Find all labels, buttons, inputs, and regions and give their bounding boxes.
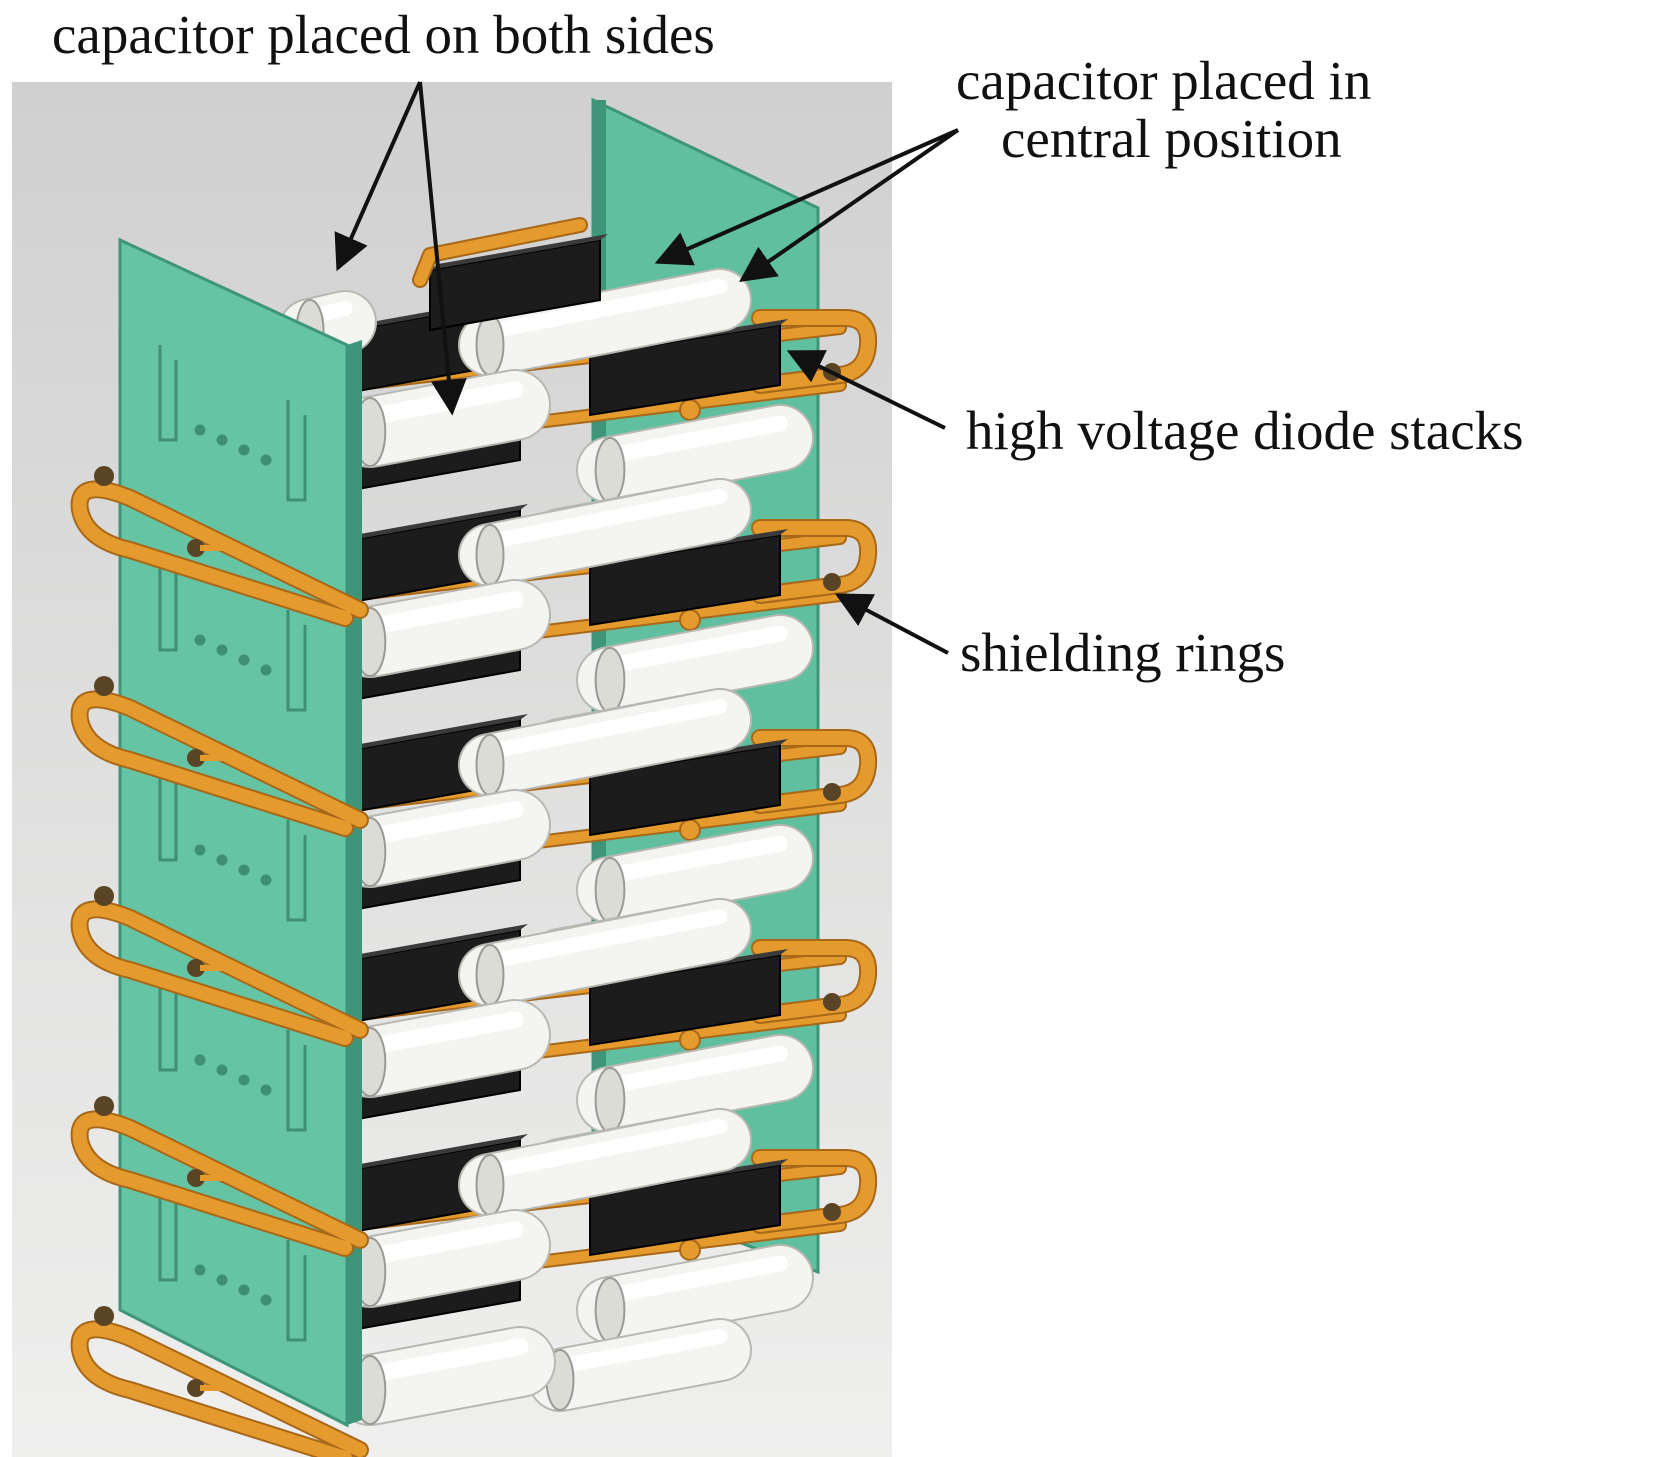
arrow-capacitor-central-a xyxy=(654,128,959,266)
capacitor-side xyxy=(334,1209,551,1308)
board-hole xyxy=(194,1054,206,1066)
capacitor-side xyxy=(334,789,551,888)
rod-joint xyxy=(679,1239,701,1261)
board-hole xyxy=(260,454,272,466)
capacitor-side xyxy=(576,1244,814,1344)
board-hole xyxy=(194,634,206,646)
rod-joint xyxy=(679,399,701,421)
capacitor-central xyxy=(528,1318,752,1412)
board-slot xyxy=(286,610,307,712)
capacitor-side xyxy=(334,369,551,468)
ring-clamp xyxy=(187,959,205,977)
rod-joint xyxy=(679,819,701,841)
label-capacitor-central-line1: capacitor placed in xyxy=(956,50,1372,111)
capacitor-side xyxy=(576,1034,814,1134)
capacitor-central xyxy=(458,268,752,377)
board-hole xyxy=(260,874,272,886)
stage-1 xyxy=(334,268,878,572)
board-hole xyxy=(238,1284,250,1296)
label-capacitor-central: capacitor placed in central position xyxy=(956,52,1371,168)
board-hole xyxy=(194,424,206,436)
board-hole xyxy=(194,1264,206,1276)
board-slot xyxy=(286,1240,307,1342)
ring-clamp xyxy=(94,886,114,906)
board-hole xyxy=(260,1294,272,1306)
ring-clamp xyxy=(823,573,841,591)
arrow-capacitor-both-right xyxy=(418,81,467,416)
capacitor-central xyxy=(458,478,752,587)
board-hole xyxy=(216,434,228,446)
rod-joint xyxy=(679,1029,701,1051)
board-hole xyxy=(238,864,250,876)
capacitor-side xyxy=(334,999,551,1098)
board-hole xyxy=(238,654,250,666)
front-circuit-board xyxy=(118,237,362,1428)
arrow-shielding-rings xyxy=(834,593,949,655)
ring-clamp xyxy=(187,1169,205,1187)
capacitor-central xyxy=(458,688,752,797)
board-hole xyxy=(216,1274,228,1286)
capacitor-central xyxy=(458,1108,752,1217)
ring-clamp xyxy=(187,1379,205,1397)
board-hole xyxy=(216,1064,228,1076)
capacitor-side xyxy=(334,579,551,678)
capacitor-side xyxy=(576,404,814,504)
board-slot xyxy=(158,1185,178,1282)
board-hole xyxy=(216,644,228,656)
ring-clamp xyxy=(94,676,114,696)
board-hole xyxy=(216,854,228,866)
stage-5 xyxy=(334,1108,878,1412)
ring-clamp xyxy=(823,783,841,801)
board-slot xyxy=(286,400,307,502)
arrow-capacitor-central-b xyxy=(739,128,960,283)
label-capacitor-central-line2: central position xyxy=(1001,108,1342,169)
label-capacitor-both-sides: capacitor placed on both sides xyxy=(52,4,715,65)
board-hole xyxy=(194,844,206,856)
rod-joint xyxy=(679,609,701,631)
label-shielding-rings: shielding rings xyxy=(960,622,1286,683)
board-slot xyxy=(158,765,178,862)
ring-clamp xyxy=(94,466,114,486)
arrow-diode-stacks xyxy=(786,350,946,430)
capacitor-side xyxy=(576,824,814,924)
capacitor-side xyxy=(576,614,814,714)
board-slot xyxy=(158,975,178,1072)
capacitor-central xyxy=(458,898,752,1007)
label-diode-stacks: high voltage diode stacks xyxy=(966,400,1524,461)
capacitor-bottom xyxy=(334,1326,556,1426)
board-hole xyxy=(238,444,250,456)
arrow-capacitor-both-left xyxy=(334,81,422,272)
board-hole xyxy=(260,664,272,676)
ring-clamp xyxy=(823,993,841,1011)
board-hole xyxy=(238,1074,250,1086)
ring-clamp xyxy=(94,1306,114,1326)
board-slot xyxy=(158,345,178,442)
board-slot xyxy=(286,820,307,922)
board-slot xyxy=(286,1030,307,1132)
ring-clamp xyxy=(187,539,205,557)
ring-clamp xyxy=(187,749,205,767)
ring-clamp xyxy=(94,1096,114,1116)
ring-clamp xyxy=(823,1203,841,1221)
board-slot xyxy=(158,555,178,652)
board-hole xyxy=(260,1084,272,1096)
